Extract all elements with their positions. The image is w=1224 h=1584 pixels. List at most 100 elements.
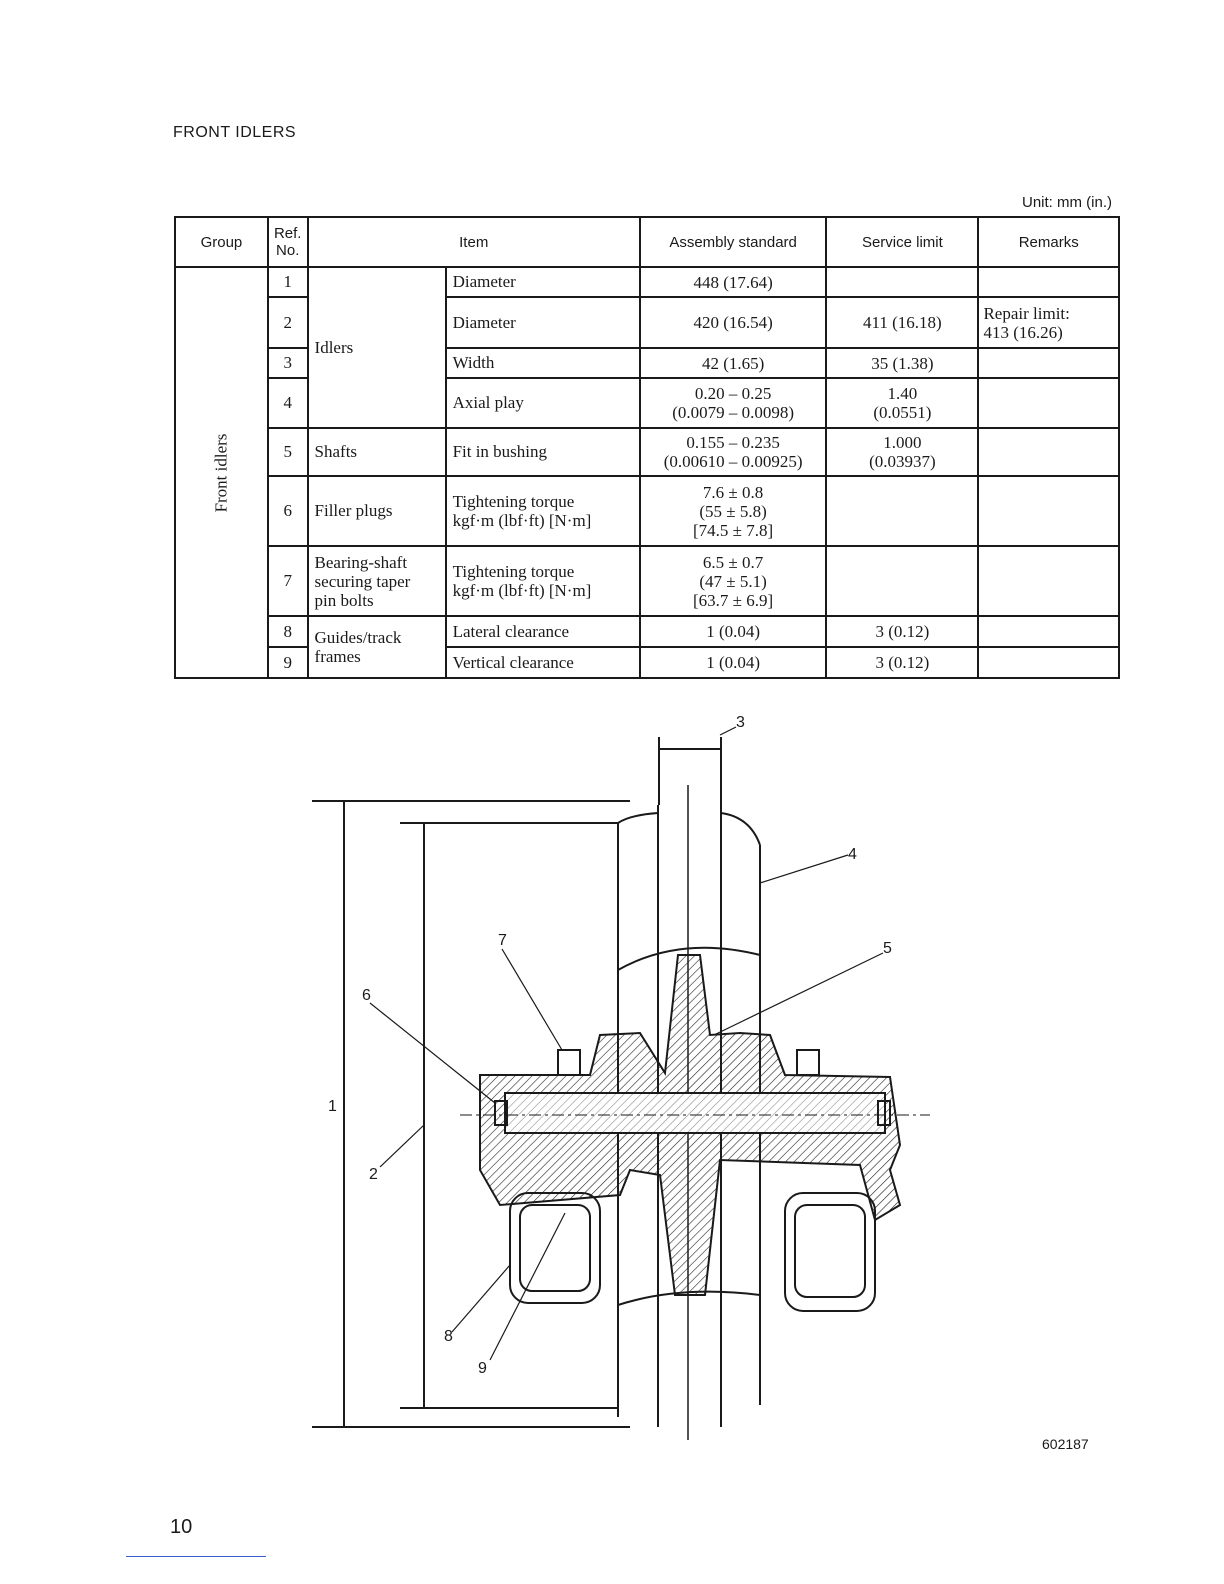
item-cell: Diameter — [444, 296, 641, 349]
leader-line-3 — [719, 726, 737, 736]
item-line: kgf·m (lbf·ft) [N·m] — [452, 511, 592, 530]
remarks-cell — [977, 266, 1120, 298]
right-track-guide — [784, 1192, 876, 1312]
shaft-hatching — [504, 1092, 886, 1134]
table-header-row: Group Ref. No. Item Assembly standard Se… — [174, 216, 1120, 268]
limit-line: (0.03937) — [869, 452, 936, 471]
ref-cell: 4 — [266, 377, 309, 429]
filler-plug-right — [877, 1100, 891, 1126]
item-cell: Lateral clearance — [444, 615, 641, 648]
limit-cell: 35 (1.38) — [825, 347, 980, 379]
remarks-cell — [977, 545, 1120, 617]
header-group: Group — [174, 216, 269, 268]
ref-cell: 6 — [266, 475, 309, 547]
callout-3: 3 — [736, 714, 745, 731]
standard-line: 0.20 – 0.25 — [694, 384, 772, 403]
part-line: pin bolts — [314, 590, 374, 610]
header-remarks: Remarks — [977, 216, 1120, 268]
limit-cell: 411 (16.18) — [825, 296, 980, 349]
part-cell: Bearing-shaft securing taper pin bolts — [306, 545, 447, 617]
standard-line: 6.5 ± 0.7 — [702, 552, 764, 572]
taper-pin-bolt-left — [557, 1049, 581, 1076]
standard-cell: 6.5 ± 0.7 (47 ± 5.1) [63.7 ± 6.9] — [638, 545, 828, 617]
standard-line: (0.00610 – 0.00925) — [663, 452, 803, 471]
limit-cell: 1.000 (0.03937) — [825, 427, 980, 477]
group-label: Front idlers — [211, 433, 231, 512]
callout-7: 7 — [498, 932, 507, 949]
leader-line-7 — [501, 948, 563, 1051]
item-cell: Tightening torque kgf·m (lbf·ft) [N·m] — [444, 545, 641, 617]
remarks-cell — [977, 427, 1120, 477]
leader-line-6 — [369, 1002, 496, 1104]
standard-line: (47 ± 5.1) — [699, 571, 767, 591]
part-cell: Idlers — [306, 266, 447, 429]
remarks-cell — [977, 347, 1120, 379]
ref-cell: 2 — [266, 296, 309, 349]
item-cell: Tightening torque kgf·m (lbf·ft) [N·m] — [444, 475, 641, 547]
limit-cell: 3 (0.12) — [825, 615, 980, 648]
part-line: frames — [314, 647, 361, 666]
table-row: 4 Axial play 0.20 – 0.25 (0.0079 – 0.009… — [175, 377, 1120, 429]
limit-cell: 3 (0.12) — [825, 646, 980, 679]
leader-line-9 — [489, 1212, 566, 1361]
ref-cell: 5 — [266, 427, 309, 477]
limit-cell — [825, 545, 980, 617]
table-row: 7 Bearing-shaft securing taper pin bolts… — [175, 545, 1120, 617]
limit-line: 1.000 — [883, 433, 922, 452]
figure-id: 602187 — [1042, 1436, 1089, 1452]
item-cell: Width — [444, 347, 641, 379]
ref-cell: 8 — [266, 615, 309, 648]
standard-line: [74.5 ± 7.8] — [693, 520, 774, 540]
standard-cell: 0.20 – 0.25 (0.0079 – 0.0098) — [638, 377, 828, 429]
table-row: 5 Shafts Fit in bushing 0.155 – 0.235 (0… — [175, 427, 1120, 477]
part-line: Guides/track — [314, 628, 402, 647]
standard-cell: 1 (0.04) — [638, 646, 828, 679]
part-line: securing taper — [314, 571, 411, 591]
header-item: Item — [306, 216, 641, 268]
part-cell: Filler plugs — [306, 475, 447, 547]
standard-line: 0.155 – 0.235 — [686, 433, 780, 452]
footer-link-underline — [126, 1556, 266, 1557]
ref-cell: 7 — [266, 545, 309, 617]
header-service-limit: Service limit — [825, 216, 980, 268]
standard-cell: 448 (17.64) — [638, 266, 828, 298]
group-cell: Front idlers — [174, 266, 269, 679]
standard-cell: 0.155 – 0.235 (0.00610 – 0.00925) — [638, 427, 828, 477]
callout-6: 6 — [362, 987, 371, 1004]
standard-cell: 1 (0.04) — [638, 615, 828, 648]
remarks-cell: Repair limit: 413 (16.26) — [977, 296, 1120, 349]
header-assembly-standard: Assembly standard — [638, 216, 828, 268]
callout-8: 8 — [444, 1328, 453, 1345]
standard-cell: 42 (1.65) — [638, 347, 828, 379]
item-cell: Diameter — [444, 266, 641, 298]
section-title: FRONT IDLERS — [173, 124, 297, 141]
callout-2: 2 — [369, 1166, 378, 1183]
callout-9: 9 — [478, 1360, 487, 1377]
table-row: 8 Guides/track frames Lateral clearance … — [175, 615, 1120, 679]
right-track-guide-inner — [794, 1204, 866, 1298]
item-cell: Axial play — [444, 377, 641, 429]
leader-line-8 — [451, 1264, 511, 1333]
spec-table: Group Ref. No. Item Assembly standard Se… — [174, 216, 1120, 679]
leader-line-2 — [379, 1124, 425, 1168]
item-cell: Vertical clearance — [444, 646, 641, 679]
limit-line: (0.0551) — [873, 403, 932, 422]
part-cell: Guides/track frames — [306, 615, 447, 679]
page-number: 10 — [170, 1516, 193, 1538]
standard-line: (55 ± 5.8) — [699, 501, 767, 521]
limit-cell: 1.40 (0.0551) — [825, 377, 980, 429]
limit-cell — [825, 266, 980, 298]
standard-line: (0.0079 – 0.0098) — [672, 403, 795, 422]
header-ref-no: Ref. No. — [266, 216, 309, 268]
remarks-cell — [977, 646, 1120, 679]
item-line: kgf·m (lbf·ft) [N·m] — [452, 581, 592, 600]
item-line: Tightening torque — [452, 492, 575, 511]
callout-4: 4 — [848, 846, 857, 863]
standard-line: [63.7 ± 6.9] — [693, 590, 774, 610]
limit-line: 1.40 — [887, 384, 918, 403]
remarks-cell — [977, 377, 1120, 429]
filler-plug-left — [494, 1100, 508, 1126]
unit-note: Unit: mm (in.) — [1022, 194, 1112, 211]
limit-cell — [825, 475, 980, 547]
item-cell: Fit in bushing — [444, 427, 641, 477]
